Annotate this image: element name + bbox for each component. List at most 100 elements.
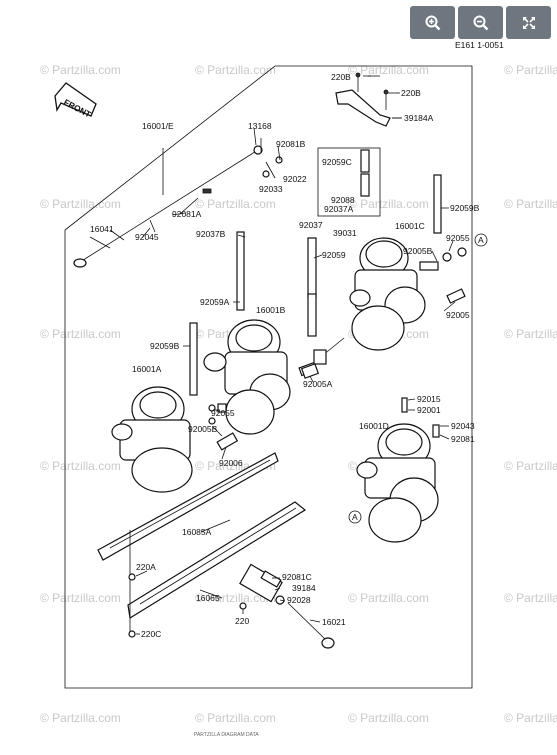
- watermark: © Partzilla.com: [195, 591, 276, 605]
- tube-part: [307, 237, 317, 299]
- part-label: 92022: [283, 174, 307, 184]
- part-label: 92043: [451, 421, 475, 431]
- watermark: © Partzilla.com: [504, 63, 557, 77]
- part-label: 92005B: [188, 424, 218, 434]
- part-label: 92037B: [196, 229, 226, 239]
- assembly-boundary: [64, 65, 473, 689]
- carburetor-16001c: [316, 237, 467, 361]
- watermark: © Partzilla.com: [348, 591, 429, 605]
- pipe-part: [360, 173, 370, 197]
- watermark: © Partzilla.com: [504, 197, 557, 211]
- leader-lines: [109, 75, 456, 635]
- part-label: 39184: [292, 583, 316, 593]
- part-label: 92045: [135, 232, 159, 242]
- watermark: © Partzilla.com: [348, 63, 429, 77]
- fullscreen-icon: [522, 16, 535, 29]
- part-label: 16001D: [359, 421, 389, 431]
- part-label: 92033: [259, 184, 283, 194]
- part-label: 220B: [331, 72, 351, 82]
- fullscreen-button[interactable]: [506, 6, 551, 39]
- part-label: 92055: [211, 408, 235, 418]
- part-label: 92001: [417, 405, 441, 415]
- zoom-in-button[interactable]: [410, 6, 455, 39]
- part-label: 92055: [446, 233, 470, 243]
- front-direction-arrow: FRONT: [54, 82, 97, 120]
- watermark: © Partzilla.com: [195, 711, 276, 725]
- zoom-in-icon: [425, 15, 440, 30]
- pipe-part: [360, 149, 370, 173]
- watermark: © Partzilla.com: [40, 591, 121, 605]
- part-label: 220B: [401, 88, 421, 98]
- part-label: 16085A: [182, 527, 212, 537]
- fuel-rail-upper: [97, 452, 279, 561]
- watermark: © Partzilla.com: [504, 711, 557, 725]
- part-label: 16065: [196, 593, 220, 603]
- zoom-toolbar: [410, 6, 551, 39]
- part-label: 16001/E: [142, 121, 174, 131]
- part-label: 16021: [322, 617, 346, 627]
- throttle-shaft: [73, 138, 283, 268]
- part-label: 92028: [287, 595, 311, 605]
- part-label: 39184A: [404, 113, 434, 123]
- footer-fine-print: PARTZILLA DIAGRAM DATA: [194, 732, 259, 738]
- watermark-layer: © Partzilla.com © Partzilla.com © Partzi…: [40, 63, 557, 725]
- part-label: 16001B: [256, 305, 286, 315]
- watermark: © Partzilla.com: [504, 327, 557, 341]
- tube-part: [433, 174, 442, 234]
- bracket-assembly: [335, 72, 402, 127]
- inset-detail-box: [317, 147, 381, 217]
- part-label: 92059: [322, 250, 346, 260]
- small-part: [217, 403, 227, 413]
- watermark: © Partzilla.com: [40, 197, 121, 211]
- watermark: © Partzilla.com: [195, 63, 276, 77]
- part-label: 92059B: [150, 341, 180, 351]
- small-part: [300, 363, 320, 379]
- part-label: 16001C: [395, 221, 425, 231]
- zoom-out-button[interactable]: [458, 6, 503, 39]
- lower-hardware: [128, 563, 335, 649]
- part-label: 92005A: [303, 379, 333, 389]
- part-label: 16001A: [132, 364, 162, 374]
- part-label: 92081: [451, 434, 475, 444]
- part-label: 92015: [417, 394, 441, 404]
- zoom-out-icon: [473, 15, 488, 30]
- watermark: © Partzilla.com: [348, 711, 429, 725]
- reference-marker-label: A: [478, 235, 484, 245]
- part-label: 92081C: [282, 572, 312, 582]
- reference-marker-label: A: [352, 512, 358, 522]
- part-label: 92059A: [200, 297, 230, 307]
- part-label: 92037A: [324, 204, 354, 214]
- carburetor-16001a: [111, 386, 239, 493]
- part-label: 92005B: [403, 246, 433, 256]
- part-label: 220C: [141, 629, 161, 639]
- reference-code: E161 1-0051: [455, 40, 504, 50]
- part-label: 92081B: [276, 139, 306, 149]
- tube-part: [189, 322, 198, 396]
- watermark: © Partzilla.com: [40, 327, 121, 341]
- reference-marker: [348, 510, 362, 524]
- reference-marker: [474, 233, 488, 247]
- watermark: © Partzilla.com: [348, 197, 429, 211]
- part-label: 16041: [90, 224, 114, 234]
- part-label: 92081A: [172, 209, 202, 219]
- watermark: © Partzilla.com: [40, 459, 121, 473]
- part-label: 92088: [331, 195, 355, 205]
- part-label: 39031: [333, 228, 357, 238]
- carburetor-16001b: [203, 319, 327, 435]
- watermark: © Partzilla.com: [40, 63, 121, 77]
- tube-part: [236, 231, 245, 311]
- part-label: 92005: [446, 310, 470, 320]
- fuel-rail-lower: [127, 501, 307, 619]
- tube-part: [307, 293, 317, 337]
- part-label: 92059C: [322, 157, 352, 167]
- part-label: 92037: [299, 220, 323, 230]
- carburetor-16001d: [356, 397, 440, 543]
- part-label: 220A: [136, 562, 156, 572]
- part-label: 220: [235, 616, 249, 626]
- part-label: 13168: [248, 121, 272, 131]
- watermark: © Partzilla.com: [195, 197, 276, 211]
- watermark: © Partzilla.com: [504, 591, 557, 605]
- watermark: © Partzilla.com: [504, 459, 557, 473]
